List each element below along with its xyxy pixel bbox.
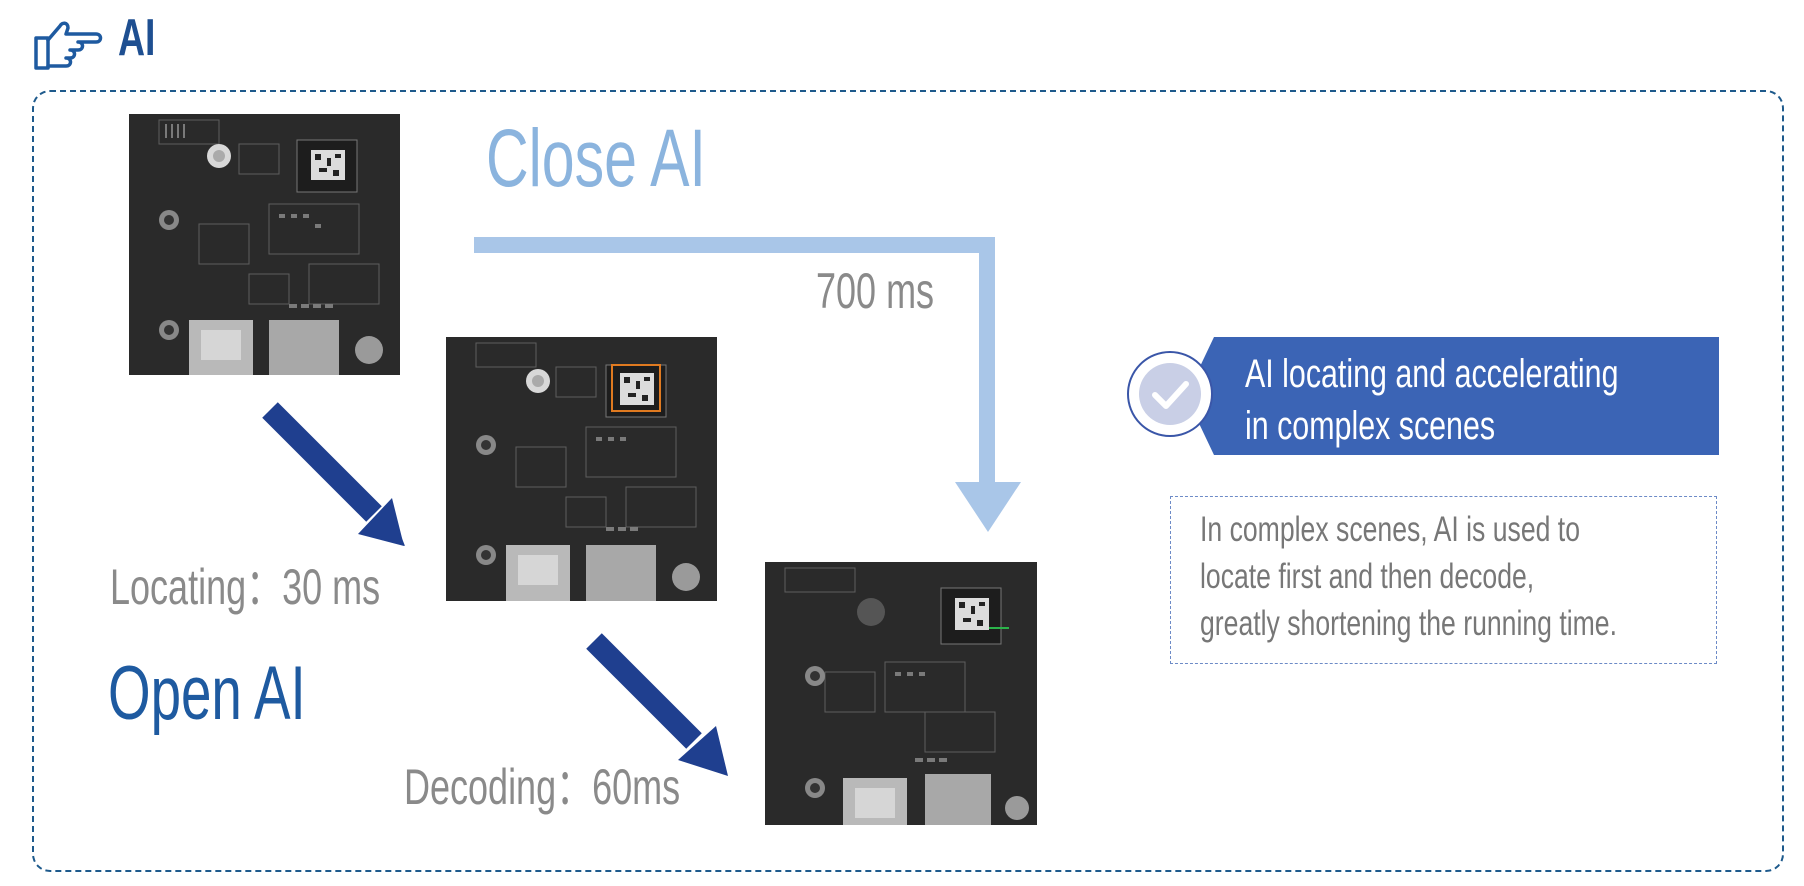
locating-arrow — [262, 402, 405, 546]
open-ai-label: Open AI — [108, 651, 306, 736]
locating-time-label: Locating：30 ms — [110, 559, 381, 615]
description-line-1: In complex scenes, AI is used to — [1200, 510, 1580, 549]
highlight-line-1: AI locating and accelerating — [1245, 352, 1619, 396]
description-line-2: locate first and then decode, — [1200, 557, 1535, 596]
pointing-hand-icon — [30, 14, 104, 74]
description-line-3: greatly shortening the running time. — [1200, 604, 1617, 643]
description-box — [1170, 496, 1717, 664]
close-ai-time: 700 ms — [816, 263, 935, 319]
pcb-board-original-image — [129, 114, 400, 375]
page-title: AI — [118, 9, 156, 67]
decoding-arrow — [586, 633, 728, 776]
decoding-time-label: Decoding：60ms — [404, 759, 681, 815]
highlight-banner — [1186, 337, 1719, 455]
close-ai-arrow — [474, 237, 1021, 532]
highlight-text: AI locating and accelerating in complex … — [1245, 348, 1736, 452]
check-icon — [1152, 381, 1189, 409]
pcb-board-located-image — [446, 337, 717, 601]
description-text: In complex scenes, AI is used to locate … — [1200, 506, 1749, 647]
highlight-line-2: in complex scenes — [1245, 404, 1496, 448]
located-marker — [611, 364, 661, 412]
content-frame — [32, 90, 1784, 872]
close-ai-label: Close AI — [486, 113, 706, 204]
check-badge — [1127, 351, 1213, 437]
pcb-board-decoded-image — [765, 562, 1037, 825]
